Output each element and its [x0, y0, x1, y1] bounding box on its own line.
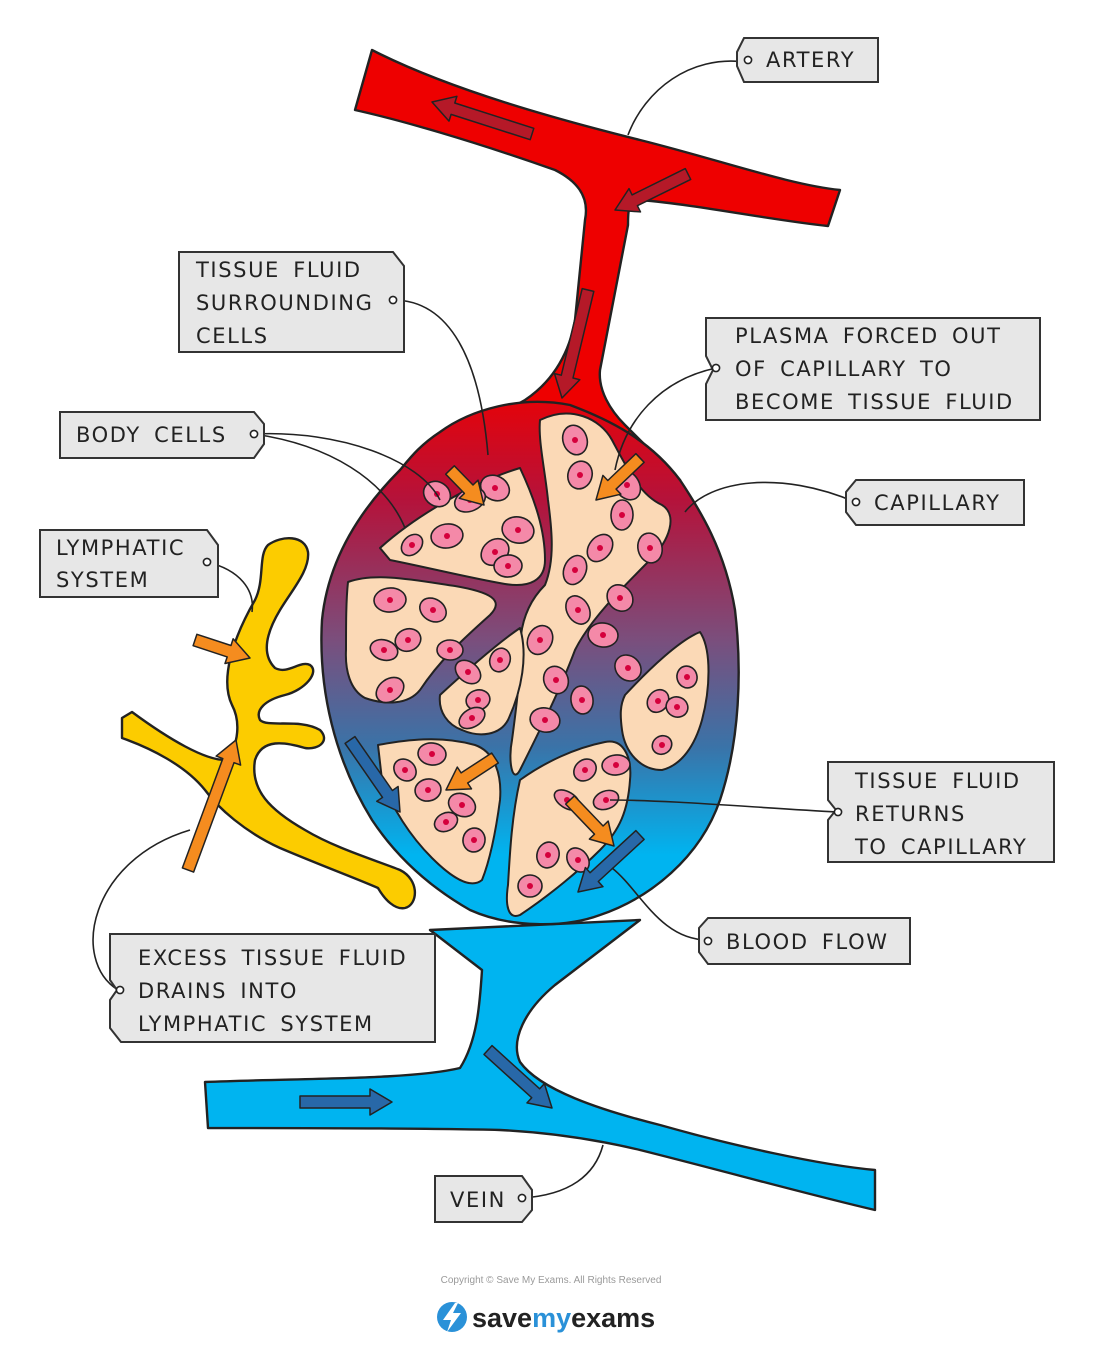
body-cell [526, 624, 554, 656]
body-cell [419, 597, 447, 623]
artery-label-text: ARTERY [766, 48, 855, 72]
body-cell [614, 654, 642, 682]
excess-tissue-fluid-line3: LYMPHATIC SYSTEM [138, 1012, 374, 1036]
body-cell [601, 754, 631, 776]
lymphatic-system-line2: SYSTEM [56, 568, 149, 592]
body-cell [462, 827, 486, 853]
body-cell [665, 696, 689, 718]
vein-flow-arrow-right [483, 1044, 553, 1109]
body-cell [417, 742, 447, 766]
body-cells-label-text: BODY CELLS [76, 423, 227, 447]
body-cell [592, 789, 620, 811]
body-cell [430, 523, 464, 549]
blood-flow-label-text: BLOOD FLOW [726, 930, 889, 954]
body-cell [606, 584, 634, 612]
label-tissue-fluid-surrounding: TISSUE FLUID SURROUNDING CELLS [178, 251, 489, 456]
body-cell [501, 516, 535, 544]
label-excess-tissue-fluid: EXCESS TISSUE FLUID DRAINS INTO LYMPHATI… [92, 829, 436, 1043]
excess-tissue-fluid-line1: EXCESS TISSUE FLUID [138, 946, 407, 970]
body-cell [400, 533, 424, 557]
brand-logo: savemyexams [437, 1302, 655, 1333]
body-cell [394, 627, 422, 653]
tissue-fluid-returns-line3: TO CAPILLARY [854, 835, 1027, 859]
body-cell [676, 665, 698, 689]
body-cell [517, 874, 543, 898]
label-blood-flow: BLOOD FLOW [611, 867, 911, 965]
label-capillary: CAPILLARY [684, 479, 1025, 526]
plasma-forced-out-line1: PLASMA FORCED OUT [735, 324, 1002, 348]
body-cell [454, 659, 482, 685]
body-cell [375, 676, 405, 704]
footer: Copyright © Save My Exams. All Rights Re… [437, 1275, 661, 1333]
body-cell [465, 689, 491, 711]
brand-wordmark: savemyexams [472, 1303, 655, 1333]
flow-arrows [181, 95, 692, 1116]
body-cell [433, 811, 459, 833]
tissue-fluid-returns-line1: TISSUE FLUID [854, 769, 1021, 793]
body-cell [458, 706, 486, 730]
tissue-fluid-surrounding-line3: CELLS [196, 324, 269, 348]
blood-flow-arrow-left [344, 735, 401, 813]
body-cell [587, 622, 619, 648]
lymphatic-vessel [120, 537, 417, 910]
plasma-out-arrow-right [595, 452, 645, 501]
body-cell [573, 758, 597, 782]
tissue-fluid-returns-line2: RETURNS [855, 802, 966, 826]
tissue-fluid-surrounding-line2: SURROUNDING [196, 291, 373, 315]
label-body-cells: BODY CELLS [59, 411, 441, 529]
lymph-entry-arrow [192, 633, 251, 665]
vein-vessel [203, 918, 877, 1212]
lymph-drain-arrow [181, 739, 242, 873]
body-cell [414, 778, 442, 802]
vein-label-text: VEIN [450, 1188, 506, 1212]
label-lymphatic-system: LYMPHATIC SYSTEM [39, 529, 254, 613]
body-cell [570, 685, 594, 715]
brand-my: my [532, 1303, 571, 1333]
body-cell [566, 460, 594, 490]
body-cell [393, 758, 417, 782]
brand-exams: exams [571, 1303, 655, 1333]
body-cell [373, 587, 407, 613]
tissue-fluid-surrounding-line1: TISSUE FLUID [195, 258, 362, 282]
plasma-forced-out-line2: OF CAPILLARY TO [735, 357, 953, 381]
body-cell [493, 554, 523, 578]
body-cell [610, 499, 634, 531]
label-artery: ARTERY [627, 37, 879, 136]
label-plasma-forced-out: PLASMA FORCED OUT OF CAPILLARY TO BECOME… [614, 317, 1041, 471]
label-tissue-fluid-returns: TISSUE FLUID RETURNS TO CAPILLARY [609, 761, 1055, 863]
artery-vessel [353, 48, 842, 482]
body-cell [561, 424, 589, 456]
blood-flow-arrow-right [577, 829, 645, 893]
body-cell [637, 532, 663, 564]
body-cell [447, 792, 477, 818]
body-cell [479, 474, 511, 502]
body-cell [529, 707, 561, 733]
lymphatic-system-line1: LYMPHATIC [56, 536, 185, 560]
plasma-forced-out-line3: BECOME TISSUE FLUID [735, 390, 1014, 414]
fluid-return-arrow-left [445, 752, 500, 791]
body-cell [586, 533, 614, 563]
capillary-entry-arrow [553, 287, 595, 399]
fluid-return-arrow-right [564, 795, 615, 847]
artery-flow-arrow [431, 95, 535, 141]
vein-flow-arrow-left [299, 1088, 393, 1116]
body-cell [488, 647, 512, 673]
body-cell [436, 639, 464, 661]
capillary-label-text: CAPILLARY [874, 491, 1001, 515]
plasma-out-arrow-left [444, 465, 485, 506]
body-cells [369, 424, 698, 898]
excess-tissue-fluid-line2: DRAINS INTO [138, 979, 298, 1003]
body-cell [651, 734, 673, 756]
body-cell [536, 841, 560, 869]
body-cell [562, 554, 588, 586]
label-vein: VEIN [434, 1144, 604, 1223]
copyright-text: Copyright © Save My Exams. All Rights Re… [441, 1275, 662, 1286]
artery-branch-arrow [614, 167, 692, 213]
body-cell [542, 665, 570, 695]
brand-save: save [472, 1303, 532, 1333]
body-cell [565, 595, 591, 625]
body-cell [369, 638, 399, 662]
